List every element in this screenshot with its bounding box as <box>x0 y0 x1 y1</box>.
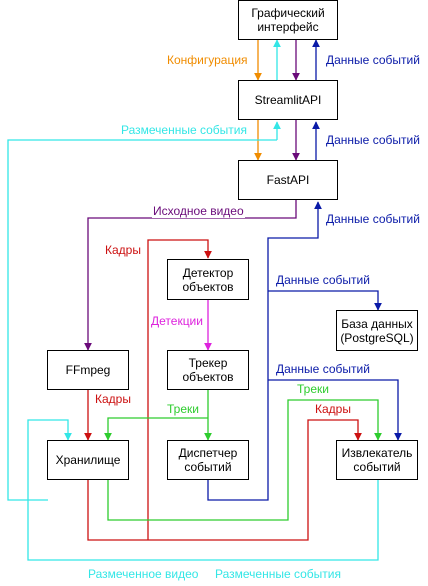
label-frames-1: Кадры <box>104 243 142 257</box>
label-tracks-1: Треки <box>166 402 200 416</box>
edge-source-video <box>84 200 297 351</box>
edge-frames-storage-detector <box>147 239 212 540</box>
edge-events-to-db <box>268 290 382 311</box>
edge-events-to-extractor <box>268 379 402 441</box>
node-storage: Хранилище <box>47 440 129 480</box>
edge-tracks-storage-extractor <box>107 399 382 521</box>
node-extractor: Извлекатель событий <box>336 440 418 480</box>
node-dispatcher: Диспетчер событий <box>167 440 249 480</box>
label-annotated-events-top: Размеченные события <box>120 123 248 137</box>
label-events-data-3: Данные событий <box>325 212 421 226</box>
node-fastapi: FastAPI <box>238 160 338 200</box>
node-detector: Детектор объектов <box>167 259 249 300</box>
node-ffmpeg: FFmpeg <box>47 350 129 390</box>
edge-frames-storage-extractor <box>87 419 362 541</box>
node-gui: Графический интерфейс <box>238 0 338 40</box>
label-events-data-5: Данные событий <box>275 362 371 376</box>
label-detections: Детекции <box>150 314 204 328</box>
label-annotated-video: Размеченное видео <box>87 567 200 581</box>
label-source-video: Исходное видео <box>152 204 245 218</box>
label-events-data-1: Данные событий <box>325 53 421 67</box>
edge-tracks-tracker-storage <box>104 417 208 441</box>
label-events-data-2: Данные событий <box>325 133 421 147</box>
edge-annotated-video <box>27 419 379 561</box>
label-frames-2: Кадры <box>94 392 132 406</box>
label-annotated-events-bottom: Размеченные события <box>214 567 342 581</box>
edge-events-dispatcher-fastapi <box>207 201 322 501</box>
label-frames-3: Кадры <box>314 402 352 416</box>
label-events-data-4: Данные событий <box>275 273 371 287</box>
label-config: Конфигурация <box>166 53 249 67</box>
node-tracker: Трекер объектов <box>167 350 249 390</box>
node-database: База данных (PostgreSQL) <box>336 310 418 351</box>
node-streamlit-api: StreamlitAPI <box>238 80 338 120</box>
label-tracks-2: Треки <box>296 382 330 396</box>
